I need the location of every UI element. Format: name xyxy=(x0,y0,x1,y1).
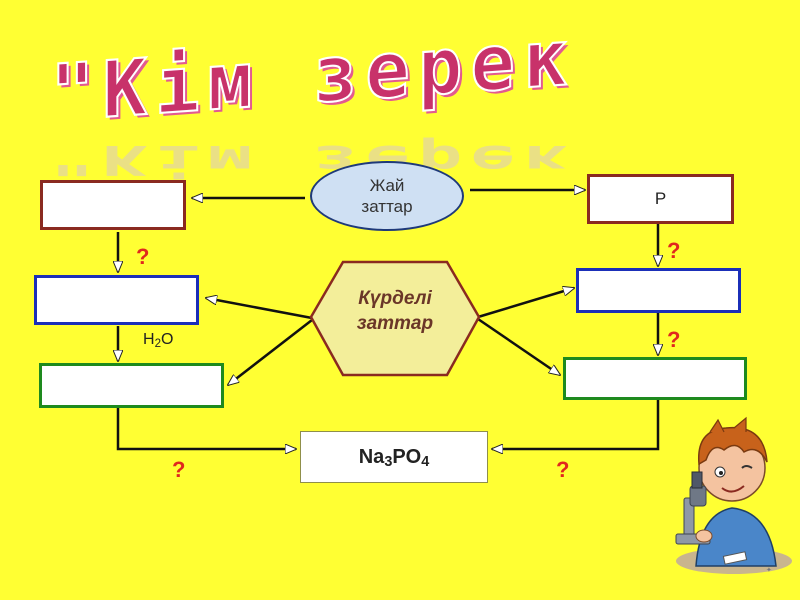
final-product-box[interactable]: Na3PO4 xyxy=(300,431,488,483)
svg-text:✦: ✦ xyxy=(766,566,772,574)
left-bottom-blank-box[interactable] xyxy=(39,363,224,408)
question-left-bottom: ? xyxy=(172,457,185,483)
arrow-complex-to-right-bottom xyxy=(478,319,560,375)
right-bottom-blank-box[interactable] xyxy=(563,357,747,400)
left-top-blank-box[interactable] xyxy=(40,180,186,230)
complex-substances-label: Күрделі заттар xyxy=(315,286,475,336)
final-product-formula: Na3PO4 xyxy=(359,446,430,469)
question-right-top: ? xyxy=(667,238,680,264)
right-mid-blank-box[interactable] xyxy=(576,268,741,313)
question-right-mid: ? xyxy=(667,327,680,353)
water-formula: H2O xyxy=(143,331,173,349)
right-top-box-label: Р xyxy=(655,189,666,209)
simple-substances-node: Жай заттар xyxy=(310,161,464,231)
simple-substances-line1: Жай xyxy=(370,175,405,196)
complex-substances-line1: Күрделі xyxy=(315,286,475,311)
arrow-right-bottom-to-final xyxy=(492,400,658,449)
arrow-complex-to-left-mid xyxy=(206,298,312,318)
arrow-complex-to-left-bottom xyxy=(228,320,312,385)
simple-substances-line2: заттар xyxy=(361,196,412,217)
left-mid-blank-box[interactable] xyxy=(34,275,199,325)
question-left-top: ? xyxy=(136,244,149,270)
title-reflection: "Кім зерек xyxy=(50,136,576,183)
boy-with-microscope-icon: ✦ xyxy=(666,416,794,576)
arrow-complex-to-right-mid xyxy=(478,288,574,317)
complex-substances-line2: заттар xyxy=(315,311,475,336)
question-right-bottom: ? xyxy=(556,457,569,483)
arrow-left-bottom-to-final xyxy=(118,408,296,449)
right-top-box[interactable]: Р xyxy=(587,174,734,224)
